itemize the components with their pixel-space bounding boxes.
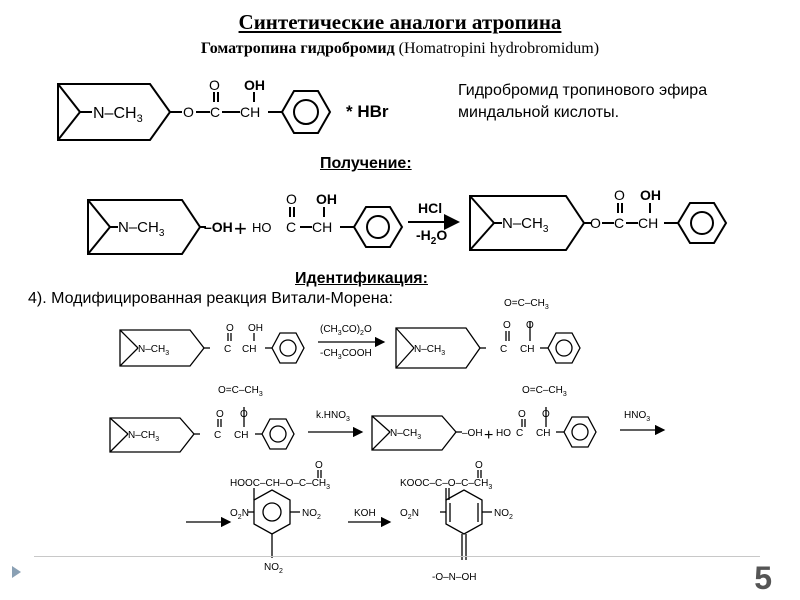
- subtitle-latin: (Homatropini hydrobromidum): [398, 40, 600, 57]
- homatropine-structure: [57, 83, 332, 141]
- r2-c: C: [214, 430, 221, 441]
- r2-n-ch3: N–CH3: [128, 430, 159, 443]
- r1p-oxo: O: [503, 320, 511, 331]
- preparation-reaction: [87, 195, 728, 255]
- ch-label: CH: [240, 104, 260, 120]
- r2p-n-ch3: N–CH3: [390, 428, 421, 441]
- ester-oxygen-label: O: [183, 104, 194, 120]
- acid-carbon-label: C: [286, 219, 296, 235]
- quinoid-nitro-right: NO2: [494, 508, 513, 521]
- r1p-ester-o: O: [526, 320, 534, 331]
- nitro-acid-oxo: O: [315, 460, 323, 471]
- r2-oxo: O: [216, 409, 224, 420]
- quinoid-nitro-left: O2N: [400, 508, 419, 521]
- r1-oh: OH: [248, 323, 263, 334]
- nitro-right-label: NO2: [302, 508, 321, 521]
- slide-title: Синтетические аналоги атропина: [238, 10, 562, 34]
- r1p-ch: CH: [520, 344, 534, 355]
- product-c-label: C: [614, 215, 624, 231]
- acid-ch-label: CH: [312, 219, 332, 235]
- next-slide-arrow-icon[interactable]: [12, 566, 21, 578]
- nitro-acid-chain: HOOC–CH–O–C–CH3: [230, 478, 330, 491]
- tropine-oh-label: –OH: [204, 219, 233, 235]
- r2-acetyl: O=C–CH3: [218, 385, 263, 398]
- subtitle-russian: Гоматропина гидробромид: [200, 40, 395, 57]
- description-line-1: Гидробромид тропинового эфира: [458, 82, 708, 99]
- r2-acid-ester-o: O: [542, 409, 550, 420]
- description-line-2: миндальной кислоты.: [458, 104, 620, 121]
- nitro-bottom-label: NO2: [264, 562, 283, 575]
- quinoid-chain: KOOC–C–O–C–CH3: [400, 478, 492, 491]
- homatropine-n-ch3-label: N–CH3: [93, 105, 143, 125]
- r1p-n-ch3: N–CH3: [414, 344, 445, 357]
- vitali-morin-reaction-title: 4). Модифицированная реакция Витали-Море…: [28, 290, 393, 307]
- r1p-acetyl: O=C–CH3: [504, 298, 549, 311]
- quinoid-oxo: O: [475, 460, 483, 471]
- r1-c: C: [224, 344, 231, 355]
- r1-n-ch3: N–CH3: [138, 344, 169, 357]
- section-preparation-heading: Получение:: [320, 155, 412, 172]
- mandelic-acid-label: HO: [252, 220, 272, 235]
- tropine-n-ch3-label: N–CH3: [118, 219, 165, 239]
- koh-label: KOH: [354, 508, 376, 519]
- minus-acetic-acid-label: -CH3COOH: [320, 348, 372, 361]
- r2-ester-o: O: [240, 409, 248, 420]
- conc-nitric-label: k.HNO3: [316, 410, 350, 423]
- r2-acid-ch: CH: [536, 428, 550, 439]
- acetylation-reaction: [119, 321, 581, 369]
- koh-reaction: [186, 470, 492, 560]
- nitro-left-label: O2N: [230, 508, 249, 521]
- r2p-oh: –OH: [462, 428, 483, 439]
- product-n-ch3-label: N–CH3: [502, 215, 549, 235]
- section-identification-heading: Идентификация:: [295, 270, 428, 287]
- minus-water-label: -H2O: [416, 227, 447, 247]
- acetic-anhydride-label: (CH3CO)2O: [320, 324, 372, 337]
- r2-ch: CH: [234, 430, 248, 441]
- r2-plus: +: [484, 427, 493, 444]
- product-o-label: O: [590, 215, 601, 231]
- hydroxy-label: OH: [244, 77, 265, 93]
- hcl-label: HCl: [418, 200, 442, 216]
- nitronate-label: -O–N–OH: [432, 572, 476, 583]
- nitration-reaction: [109, 407, 666, 453]
- r1p-c: C: [500, 344, 507, 355]
- plus-sign: +: [234, 216, 247, 241]
- r2-acid-c: C: [516, 428, 523, 439]
- slide-subtitle: Гоматропина гидробромид (Homatropini hyd…: [0, 40, 800, 58]
- r1-ch: CH: [242, 344, 256, 355]
- acid-oh-label: OH: [316, 191, 337, 207]
- carbonyl-c-label: C: [210, 104, 220, 120]
- product-ch-label: CH: [638, 215, 658, 231]
- r2-acid-acetyl: O=C–CH3: [522, 385, 567, 398]
- nitric-acid-label: HNO3: [624, 410, 650, 423]
- footer-divider: [34, 556, 760, 557]
- r2-acid-oxo: O: [518, 409, 526, 420]
- product-oxo-label: O: [614, 187, 625, 203]
- acid-oxo-label: O: [286, 191, 297, 207]
- page-number: 5: [754, 560, 772, 596]
- product-oh-label: OH: [640, 187, 661, 203]
- carbonyl-o-label: O: [209, 77, 220, 93]
- r1-oxo: O: [226, 323, 234, 334]
- r2-acid-ho: HO: [496, 428, 511, 439]
- hbr-salt-label: * HBr: [346, 102, 389, 121]
